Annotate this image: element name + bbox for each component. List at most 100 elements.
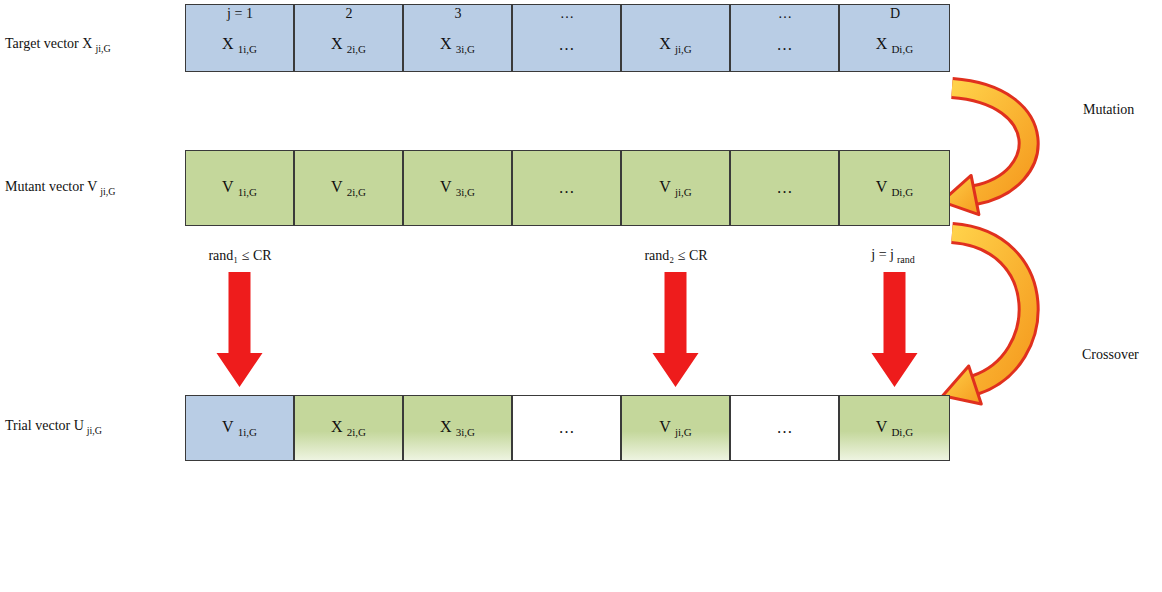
trial-cell: X3i,G: [403, 395, 512, 461]
row-label: Target vector Xji,G: [5, 36, 111, 54]
mutant-cell: V 2i,G: [294, 150, 403, 226]
cell-text: X 1i,G: [222, 35, 257, 55]
cell-text: X 2i,G: [331, 35, 366, 55]
vector-index: 2i,G: [347, 186, 366, 198]
cell-text: Vji,G: [659, 418, 691, 438]
crossover-condition-text: rand₁ ≤ CR: [208, 248, 271, 263]
cell-text: V1i,G: [222, 178, 257, 198]
vector-symbol: V: [222, 418, 234, 435]
red-down-arrow: [872, 272, 918, 387]
vector-index: 1i,G: [238, 43, 257, 55]
vector-symbol: X: [876, 35, 888, 52]
vector-symbol: …: [559, 179, 575, 196]
vector-index: ji,G: [675, 43, 692, 55]
vector-symbol: V: [659, 178, 671, 195]
vector-symbol: X: [440, 35, 452, 52]
cell-text: …: [559, 179, 575, 197]
column-index-text: 2: [346, 6, 353, 21]
vector-symbol: …: [559, 36, 575, 53]
cell-text: Xji,G: [659, 35, 691, 55]
column-index-text: j = 1: [227, 6, 253, 21]
column-index-text: …: [560, 6, 574, 21]
trial-cell: X 2i,G: [294, 395, 403, 461]
red-down-arrow: [217, 272, 263, 387]
step-label: Crossover: [1082, 347, 1139, 363]
cell-text: VDi,G: [876, 178, 913, 198]
subscript: ji,G: [95, 43, 110, 54]
cell-text: …: [777, 419, 793, 437]
cell-text: V 3i,G: [440, 178, 475, 198]
vector-index: 2i,G: [347, 426, 366, 438]
red-down-arrow: [653, 272, 699, 387]
vector-index: 3i,G: [456, 43, 475, 55]
cell-text: …: [559, 419, 575, 437]
column-index-text: D: [890, 6, 900, 21]
crossover-condition: rand₁ ≤ CR: [208, 248, 271, 264]
crossover-condition-text: j = j: [871, 247, 894, 262]
mutation-arrow: [942, 88, 1029, 215]
vector-index: 1i,G: [238, 186, 257, 198]
vector-index: Di,G: [891, 426, 913, 438]
cell-text: X 3i,G: [440, 35, 475, 55]
column-index: D: [890, 6, 900, 22]
step-label-text: Crossover: [1082, 347, 1139, 362]
vector-symbol: X: [659, 35, 671, 52]
trial-cell: VDi,G: [839, 395, 950, 461]
step-label-text: Mutation: [1083, 102, 1134, 117]
vector-symbol: V: [876, 178, 888, 195]
trial-cell: Vji,G: [621, 395, 730, 461]
vector-symbol: X: [222, 35, 234, 52]
vector-symbol: X: [331, 418, 343, 435]
crossover-condition: rand₂ ≤ CR: [644, 248, 707, 264]
trial-cell: …: [512, 395, 621, 461]
column-index-text: …: [778, 6, 792, 21]
vector-symbol: V: [440, 178, 452, 195]
cell-text: …: [559, 36, 575, 54]
trial-cell: V 1i,G: [185, 395, 294, 461]
column-index: 2: [346, 6, 353, 22]
vector-index: Di,G: [891, 43, 913, 55]
vector-index: Di,G: [891, 186, 913, 198]
vector-symbol: V: [331, 178, 343, 195]
row-label: Trial vector Uji,G: [5, 418, 102, 436]
vector-symbol: V: [876, 418, 888, 435]
vector-symbol: X: [331, 35, 343, 52]
row-label: Mutant vector Vji,G: [5, 179, 116, 197]
step-label: Mutation: [1083, 102, 1134, 118]
vector-symbol: …: [559, 419, 575, 436]
subscript: rand: [897, 254, 915, 265]
mutant-cell: Vji,G: [621, 150, 730, 226]
column-index: j = 1: [227, 6, 253, 22]
vector-index: 3i,G: [456, 186, 475, 198]
mutant-cell: …: [512, 150, 621, 226]
crossover-condition: j = jrand: [871, 247, 914, 265]
column-index: …: [778, 6, 792, 22]
cell-text: …: [777, 36, 793, 54]
cell-text: Vji,G: [659, 178, 691, 198]
column-index-text: 3: [455, 6, 462, 21]
cell-text: XDi,G: [876, 35, 913, 55]
vector-index: 1i,G: [238, 426, 257, 438]
cell-text: VDi,G: [876, 418, 913, 438]
target-cell: Xji,G: [621, 4, 730, 72]
column-index: …: [560, 6, 574, 22]
vector-index: ji,G: [675, 426, 692, 438]
vector-index: 3i,G: [456, 426, 475, 438]
row-label-text: Trial vector U: [5, 418, 84, 433]
cell-text: V 1i,G: [222, 418, 257, 438]
cell-text: V 2i,G: [331, 178, 366, 198]
trial-cell: …: [730, 395, 839, 461]
mutant-cell: V1i,G: [185, 150, 294, 226]
vector-index: 2i,G: [347, 43, 366, 55]
vector-symbol: …: [777, 179, 793, 196]
column-index: 3: [455, 6, 462, 22]
vector-symbol: …: [777, 419, 793, 436]
vector-symbol: …: [777, 36, 793, 53]
row-label-text: Target vector X: [5, 36, 92, 51]
mutant-cell: VDi,G: [839, 150, 950, 226]
mutant-cell: …: [730, 150, 839, 226]
mutant-cell: V 3i,G: [403, 150, 512, 226]
